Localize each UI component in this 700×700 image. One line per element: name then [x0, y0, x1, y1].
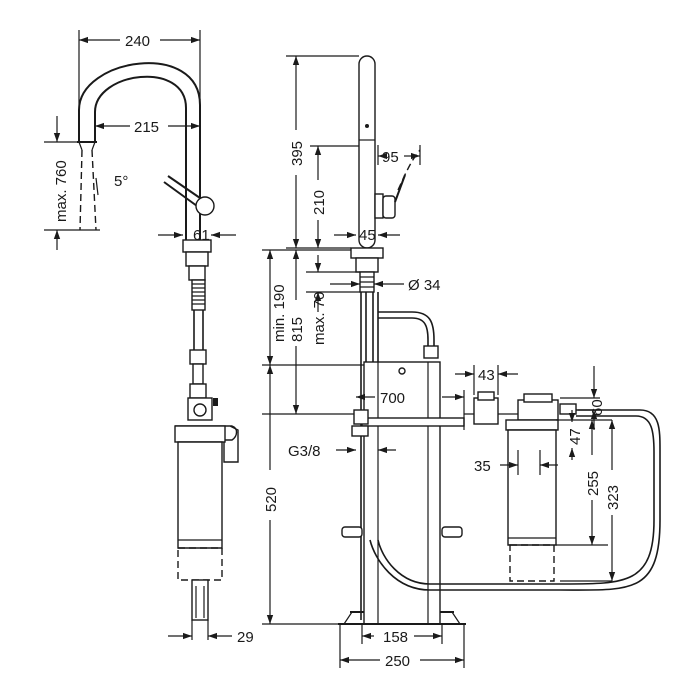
dim-520: 520: [263, 487, 280, 512]
dim-815: 815: [289, 317, 306, 342]
dim-250: 250: [385, 653, 410, 670]
dim-35: 35: [474, 458, 491, 475]
dim-45: 45: [359, 227, 376, 244]
dim-158: 158: [383, 629, 408, 646]
dim-210: 210: [311, 190, 328, 215]
dimensions-right: 395 210 95 45 Ø 34 min. 190 815 max. 70 …: [262, 55, 622, 670]
dimensions-left: 240 215 max. 760 5° 61 29: [44, 30, 254, 646]
dim-min190: min. 190: [271, 284, 288, 342]
faucet-front-view: [338, 55, 466, 625]
dim-240: 240: [125, 33, 150, 50]
faucet-side-view: [77, 62, 239, 621]
dim-323: 323: [605, 485, 622, 510]
dim-215: 215: [134, 119, 159, 136]
dim-60: 60: [589, 399, 606, 416]
dim-95: 95: [382, 149, 399, 166]
dim-g38: G3/8: [288, 443, 321, 460]
dim-diameter34: Ø 34: [408, 277, 441, 294]
dim-700: 700: [380, 390, 405, 407]
dim-395: 395: [289, 141, 306, 166]
dim-29: 29: [237, 629, 254, 646]
filter-unit: [369, 391, 661, 591]
dim-43: 43: [478, 367, 495, 384]
dim-5deg: 5°: [114, 173, 128, 190]
dim-47: 47: [567, 428, 584, 445]
dim-255: 255: [585, 471, 602, 496]
dim-max70: max. 70: [311, 292, 328, 345]
dim-max760: max. 760: [53, 160, 70, 222]
dim-61: 61: [193, 227, 210, 244]
